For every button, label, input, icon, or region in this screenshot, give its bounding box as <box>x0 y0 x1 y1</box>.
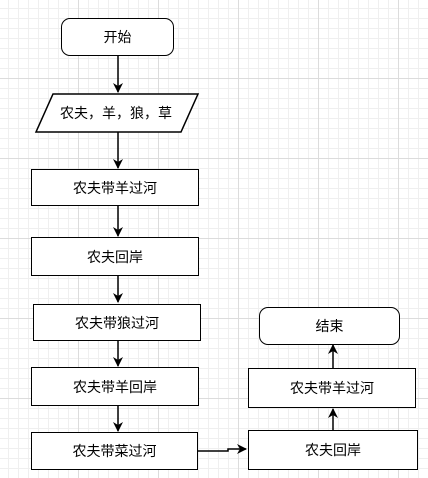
step2-node[interactable]: 农夫回岸 <box>31 237 199 276</box>
step4-node[interactable]: 农夫带羊回岸 <box>31 367 199 406</box>
step7-node-label: 农夫带羊过河 <box>290 381 374 397</box>
input-node-shape[interactable] <box>34 93 200 133</box>
step6-node[interactable]: 农夫回岸 <box>248 430 418 470</box>
start-node[interactable]: 开始 <box>61 18 174 56</box>
step2-node-label: 农夫回岸 <box>87 249 143 266</box>
step3-node-label: 农夫带狼过河 <box>75 315 159 332</box>
step7-node[interactable]: 农夫带羊过河 <box>248 368 416 408</box>
step3-node[interactable]: 农夫带狼过河 <box>33 304 201 341</box>
step5-node[interactable]: 农夫带菜过河 <box>31 432 198 470</box>
start-node-label: 开始 <box>103 30 132 46</box>
step4-node-label: 农夫带羊回岸 <box>73 379 157 396</box>
edge-step5-to-step6 <box>198 444 247 454</box>
input-node-label: 农夫，羊，狼，草 <box>60 106 172 122</box>
end-node-label: 结束 <box>315 319 344 335</box>
step1-node[interactable]: 农夫带羊过河 <box>31 169 199 206</box>
step1-node-label: 农夫带羊过河 <box>73 180 157 197</box>
step5-node-label: 农夫带菜过河 <box>72 444 157 460</box>
end-node[interactable]: 结束 <box>259 307 400 345</box>
step6-node-label: 农夫回岸 <box>305 443 361 459</box>
